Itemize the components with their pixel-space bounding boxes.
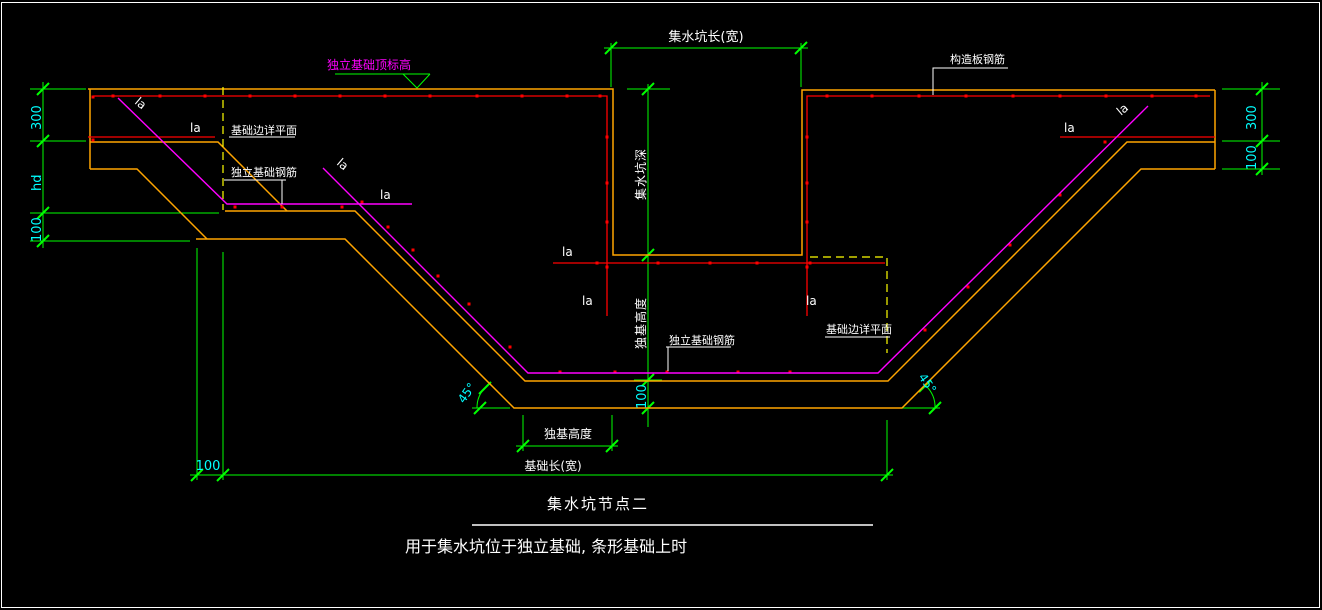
dim-left-100: 100 — [30, 217, 45, 242]
anchorage-label: la — [562, 245, 573, 259]
anchorage-label: la — [806, 294, 817, 308]
rebar-secondary — [117, 97, 1149, 374]
label-foundation-edge-plan-left: 基础边详平面 — [231, 123, 297, 137]
drawing-title: 集水坑节点二 — [547, 495, 649, 513]
dim-left-hd: hd — [30, 175, 45, 192]
leader-lines — [224, 67, 1008, 526]
dim-foundation-height-vertical: 独基高度 — [633, 297, 648, 349]
dim-right-100: 100 — [1245, 145, 1260, 170]
anchorage-label: la — [1064, 121, 1075, 135]
dim-left-300: 300 — [30, 105, 45, 130]
label-independent-foundation-rebar-left: 独立基础钢筋 — [231, 165, 297, 179]
dim-pit-bottom-100: 100 — [635, 384, 650, 409]
dim-pit-depth: 集水坑深 — [633, 148, 648, 200]
hidden-edge-dashed — [222, 87, 888, 353]
rebar-primary — [88, 95, 1215, 316]
concrete-outline — [88, 88, 1216, 409]
elevation-label: 独立基础顶标高 — [327, 57, 411, 72]
label-independent-foundation-rebar-center: 独立基础钢筋 — [669, 333, 735, 347]
dim-foundation-height-horizontal: 独基高度 — [544, 426, 592, 441]
label-structural-slab-rebar: 构造板钢筋 — [950, 52, 1005, 66]
anchorage-label: la — [190, 121, 201, 135]
dim-pit-length: 集水坑长(宽) — [668, 29, 743, 45]
drawing-subtitle: 用于集水坑位于独立基础, 条形基础上时 — [405, 537, 687, 556]
dim-foundation-length: 基础长(宽) — [524, 458, 581, 473]
dim-right-300: 300 — [1245, 105, 1260, 130]
anchorage-label: la — [380, 188, 391, 202]
anchorage-label: la — [582, 294, 593, 308]
label-foundation-edge-plan-right: 基础边详平面 — [826, 322, 892, 336]
dim-bottom-100: 100 — [196, 459, 221, 474]
dimension-lines — [30, 41, 1280, 482]
